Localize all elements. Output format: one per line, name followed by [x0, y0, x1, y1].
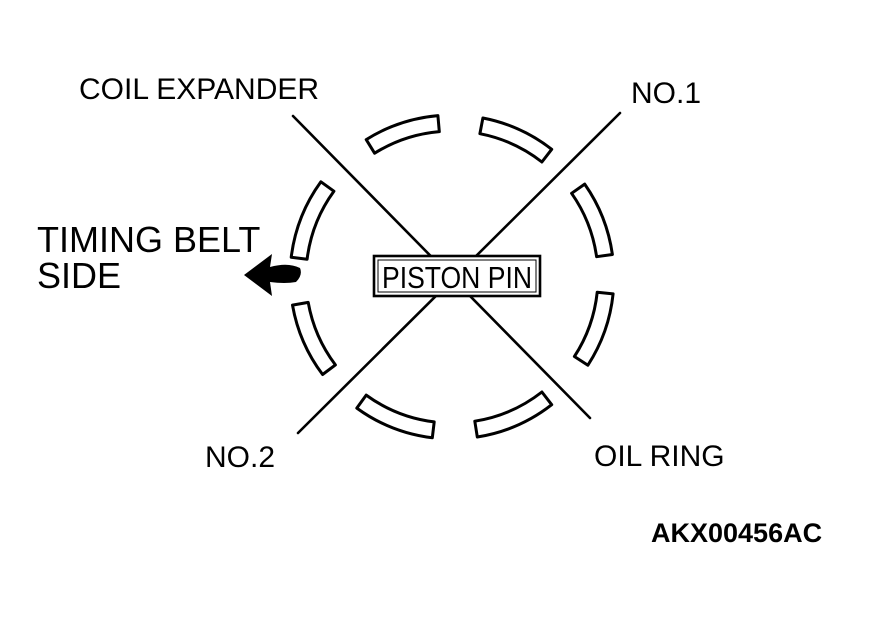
ring-segment-7	[291, 300, 337, 376]
oil-ring-label: OIL RING	[594, 440, 725, 473]
ring-segments	[289, 114, 615, 440]
coil-expander-label: COIL EXPANDER	[79, 73, 319, 106]
no2-label: NO.2	[205, 441, 275, 474]
ring-segment-1	[364, 114, 441, 155]
piston-pin-label: PISTON PIN	[382, 260, 532, 295]
ring-segment-3	[570, 182, 614, 259]
no1-label: NO.1	[631, 77, 701, 110]
piston-pin-box	[372, 254, 542, 298]
timing-belt-side-label: SIDE	[37, 255, 121, 296]
ring-segment-2	[478, 116, 554, 164]
timing-belt-label: TIMING BELT	[37, 219, 260, 260]
ring-segment-6	[355, 393, 436, 440]
piston-pin-box-inner	[377, 259, 537, 293]
arrow-left-icon	[244, 254, 301, 296]
figure-code-label: AKX00456AC	[651, 518, 822, 548]
ring-segment-8	[289, 180, 336, 261]
ring-segment-4	[572, 290, 615, 367]
ring-segment-5	[473, 390, 554, 439]
